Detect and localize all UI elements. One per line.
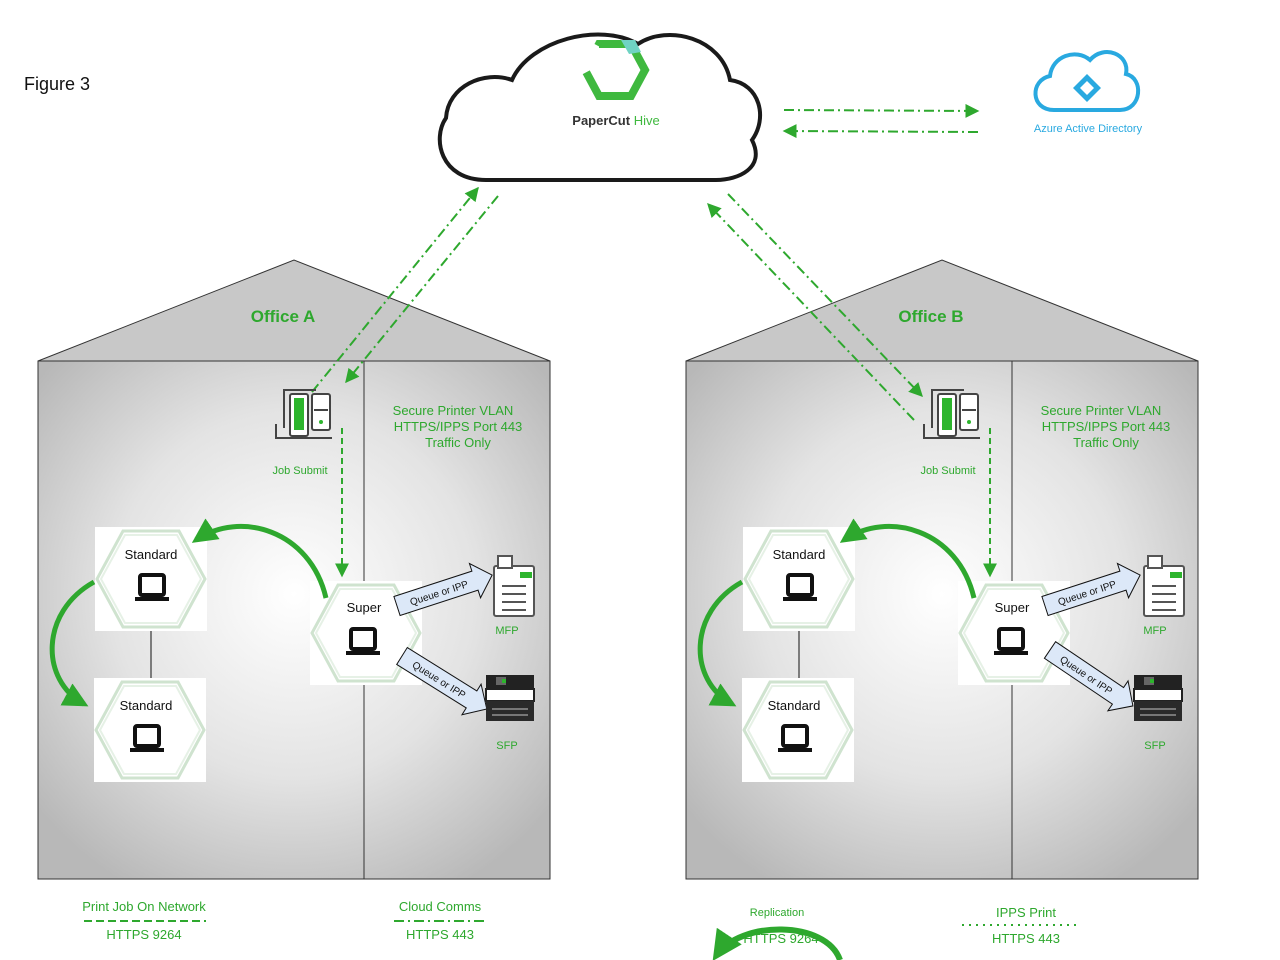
azure-ad-icon — [1073, 74, 1101, 102]
office-b-mfp-label: MFP — [1143, 625, 1166, 637]
legend-title: Print Job On Network — [82, 899, 206, 914]
office-b-replication-arrow-left — [697, 579, 744, 707]
office-a-cloud-to-job-arrow — [345, 195, 499, 384]
office-a-standard-bottom: Standard — [92, 676, 208, 784]
legend-sub: HTTPS 9264 — [106, 927, 181, 942]
legend-sub: HTTPS 443 — [992, 931, 1060, 946]
office-b-standard-top: Standard — [741, 525, 857, 633]
node-label: Standard — [125, 547, 178, 562]
office-a-replication-arrow-top — [191, 518, 329, 599]
node-label: Standard — [768, 698, 821, 713]
office-a-vlan-line3: Traffic Only — [425, 435, 491, 450]
cloud-to-azure-arrow — [783, 103, 980, 118]
office-a-mfp-icon — [493, 555, 535, 617]
legend-replication: Replication HTTPS 9264 — [712, 907, 843, 960]
node-label: Super — [995, 600, 1030, 615]
legend-title: Replication — [750, 907, 804, 919]
office-b: Office B Secure Printer VLAN HTTPS/IPPS … — [685, 193, 1199, 880]
office-a-job-to-cloud-arrow — [311, 186, 479, 393]
node-label: Standard — [773, 547, 826, 562]
office-b-sfp-icon — [1133, 674, 1183, 722]
svg-text:PaperCut Hive: PaperCut Hive — [572, 113, 659, 128]
office-b-vlan-line3: Traffic Only — [1073, 435, 1139, 450]
papercut-hive-cloud: PaperCut Hive — [437, 32, 762, 182]
azure-label: Azure Active Directory — [1034, 123, 1143, 135]
office-a-replication-arrow-left — [49, 579, 96, 707]
office-a: Office A Secure Printer VLAN HTTPS/IPPS … — [37, 186, 551, 880]
legend-sub: HTTPS 9264 — [743, 931, 818, 946]
azure-active-directory: Azure Active Directory — [1033, 50, 1143, 135]
office-b-job-to-cloud-arrow — [707, 202, 915, 421]
legend: Print Job On Network HTTPS 9264 Cloud Co… — [82, 899, 1080, 960]
office-a-super: Super — [308, 579, 424, 687]
office-b-sfp-label: SFP — [1144, 740, 1165, 752]
office-b-standard-bottom: Standard — [740, 676, 856, 784]
legend-cloud-comms: Cloud Comms HTTPS 443 — [394, 899, 486, 942]
office-b-job-submit-label: Job Submit — [920, 465, 975, 477]
azure-to-cloud-arrow — [782, 124, 979, 139]
legend-title: Cloud Comms — [399, 899, 482, 914]
office-b-vlan-line2: HTTPS/IPPS Port 443 — [1042, 419, 1171, 434]
node-label: Super — [347, 600, 382, 615]
office-a-job-submit-label: Job Submit — [272, 465, 327, 477]
office-b-title: Office B — [898, 307, 963, 326]
office-a-vlan-line2: HTTPS/IPPS Port 443 — [394, 419, 523, 434]
legend-sub: HTTPS 443 — [406, 927, 474, 942]
office-b-cloud-to-job-arrow — [727, 193, 923, 398]
legend-print-job: Print Job On Network HTTPS 9264 — [82, 899, 206, 942]
figure-label: Figure 3 — [24, 74, 90, 94]
node-label: Standard — [120, 698, 173, 713]
office-a-mfp-label: MFP — [495, 625, 518, 637]
legend-title: IPPS Print — [996, 905, 1056, 920]
office-a-sfp-label: SFP — [496, 740, 517, 752]
legend-ipps-print: IPPS Print HTTPS 443 — [962, 905, 1080, 946]
brand-papercut: PaperCut — [572, 113, 630, 128]
office-b-super: Super — [956, 579, 1072, 687]
office-a-sfp-icon — [485, 674, 535, 722]
office-b-replication-arrow-top — [839, 518, 977, 599]
office-a-title: Office A — [251, 307, 316, 326]
papercut-hive-logo — [580, 40, 650, 100]
office-b-vlan-line1: Secure Printer VLAN — [1041, 403, 1162, 418]
brand-hive: Hive — [634, 113, 660, 128]
office-a-vlan-line1: Secure Printer VLAN — [393, 403, 514, 418]
office-a-standard-top: Standard — [93, 525, 209, 633]
office-b-mfp-icon — [1143, 555, 1185, 617]
